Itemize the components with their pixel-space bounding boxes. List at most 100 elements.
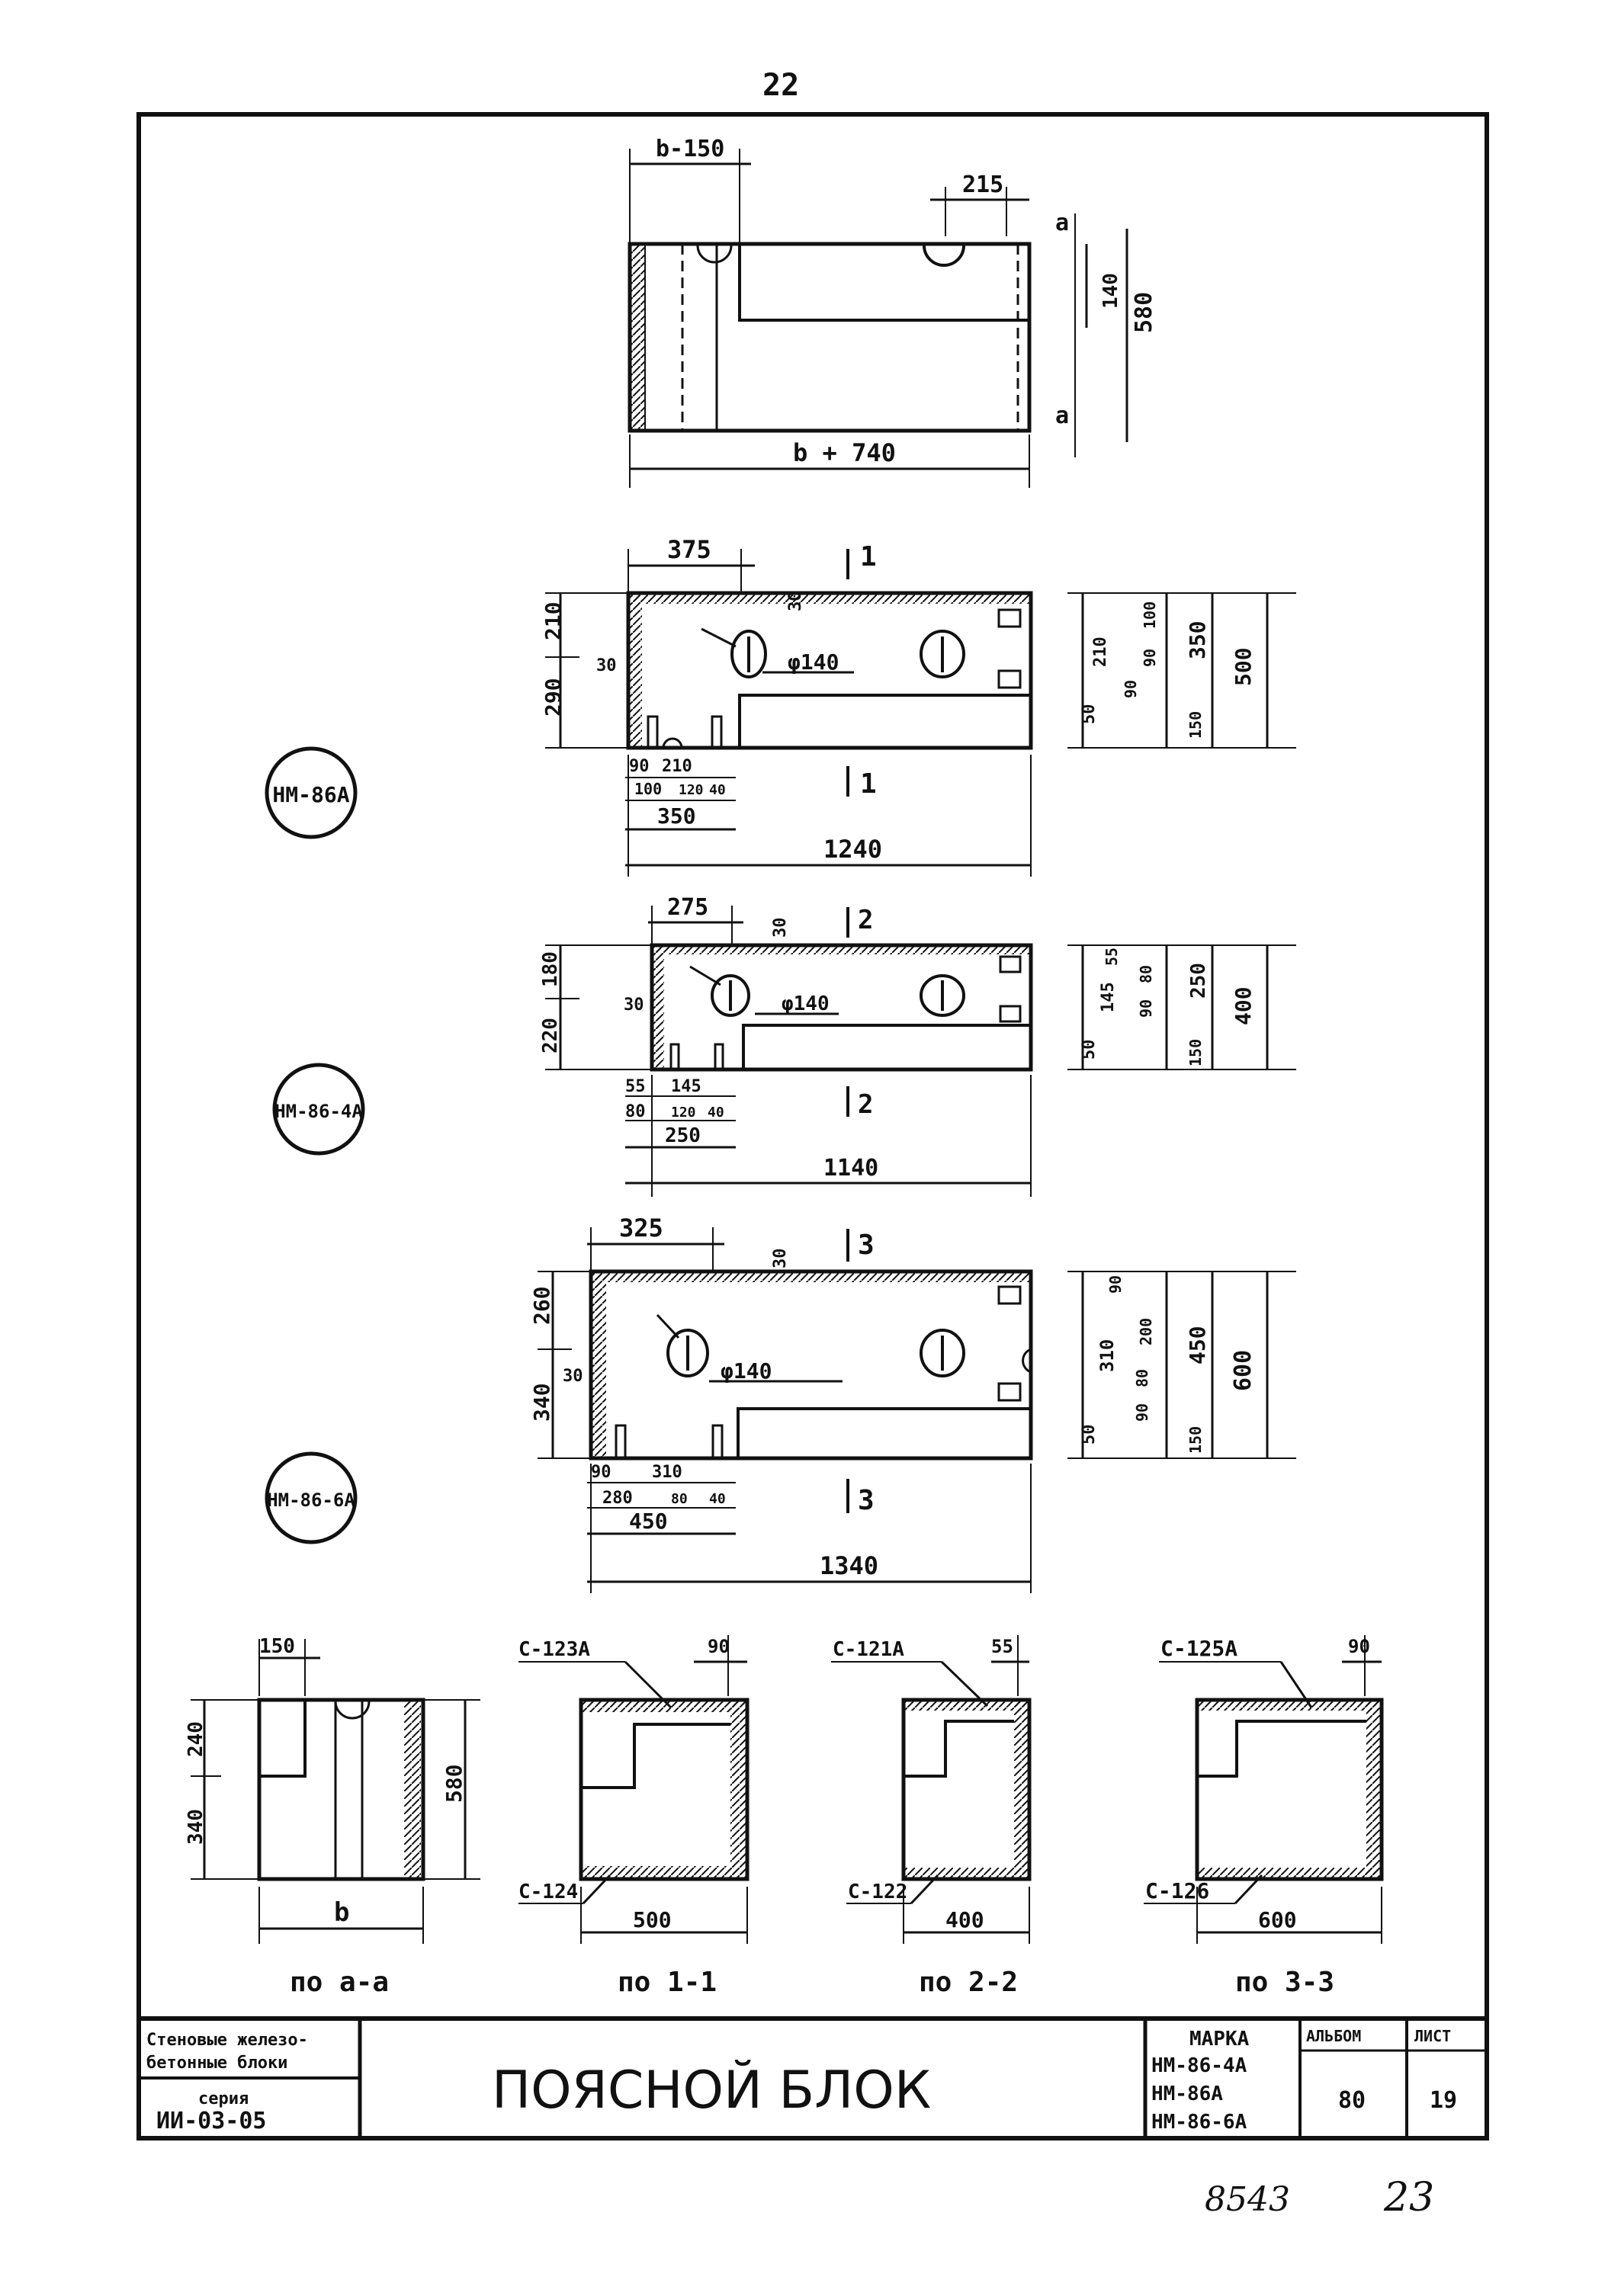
block2-section-bottom: 2 [858,1089,873,1120]
mark-label-2: НМ-86-4А [274,1101,363,1122]
tb-org-line1: Стеновые железо- [146,2031,308,2050]
section-aa-left-2: 340 [185,1809,207,1845]
block1-right-4: 90 [1141,649,1159,667]
section-33-top-dim: 90 [1348,1636,1370,1657]
section-22-bottom: 400 [945,1907,984,1932]
plan-outline [628,242,1032,433]
mark-label-3: НМ-86-6А [267,1490,355,1511]
block3-right-3: 310 [1096,1339,1118,1372]
block-elevation-1: φ140 375 30 1 1 210 290 30 50 210 90 90 [541,535,1296,877]
tb-sheet-header: ЛИСТ [1414,2027,1451,2045]
section-33-bottom: 600 [1258,1907,1297,1932]
section-mark-a-top: a [1055,210,1069,236]
section-1-1: С-123А 90 С-124 500 по 1-1 [518,1635,750,1998]
block-elevation-3: φ140 325 30 3 3 260 340 30 90 50 310 90 [529,1214,1296,1593]
block3-bottom-total: 1340 [820,1551,878,1580]
block1-bottom-1: 90 [629,757,650,776]
section-33-caption: по 3-3 [1235,1967,1334,1998]
dim-215: 215 [962,172,1003,198]
block2-bottom-4: 120 [671,1105,696,1121]
section-33-label-bottom: С-126 [1145,1878,1209,1903]
block1-bottom-3: 100 [634,780,662,798]
tb-marka-2: НМ-86А [1151,2083,1223,2105]
block2-right-4: 90 [1137,999,1155,1018]
block2-dim-left-30: 30 [624,996,644,1015]
section-aa-right: 580 [441,1764,467,1803]
section-aa-left-1: 240 [185,1721,207,1757]
section-11-label-top: С-123А [518,1638,590,1661]
block2-right-6: 150 [1186,1039,1205,1066]
section-aa-bottom: b [334,1897,349,1928]
block3-section-top: 3 [858,1230,875,1261]
bottom-handwritten-page: 23 [1383,2175,1434,2221]
block2-bottom-5: 40 [708,1105,724,1121]
block1-pipe-1 [730,630,767,678]
block3-bottom-1: 90 [591,1463,611,1482]
block1-pipe-dia: φ140 [788,649,839,675]
block1-right-5: 100 [1141,601,1159,629]
block3-right-1: 90 [1106,1275,1125,1294]
block1-right-6: 150 [1186,711,1205,739]
block2-outline [650,943,1033,1072]
block3-right-8: 450 [1185,1326,1210,1364]
block3-section-bottom: 3 [858,1485,875,1516]
block1-bottom-mid: 350 [657,803,696,829]
tb-album-header: АЛЬБОМ [1306,2027,1361,2045]
tb-series-value: ИИ-03-05 [156,2108,267,2134]
tb-sheet-value: 19 [1430,2087,1457,2114]
block2-dim-left-2: 220 [539,1018,562,1053]
block1-right-3: 90 [1122,680,1140,698]
section-22-label-bottom: С-122 [848,1881,907,1903]
block2-right-8: 400 [1231,986,1256,1025]
block2-right-7: 250 [1187,963,1210,999]
tb-marka-1: НМ-86-4А [1151,2054,1247,2077]
tb-marka-3: НМ-86-6А [1151,2111,1247,2134]
dim-b-150: b-150 [656,136,724,162]
block3-dim-top: 325 [619,1214,663,1243]
block1-right-8: 500 [1231,647,1256,686]
block2-section-top: 2 [858,905,873,935]
section-aa-caption: по а-а [290,1967,389,1998]
block2-pipe-dia: φ140 [782,992,830,1015]
block3-pipe-1 [666,1329,709,1377]
block3-right-4: 90 [1133,1403,1151,1422]
section-11-caption: по 1-1 [618,1967,717,1998]
mark-circle-1: НМ-86А [265,746,358,839]
plan-hatch-left [629,243,646,431]
block1-section-bottom: 1 [860,768,877,800]
bottom-handwritten-code: 8543 [1205,2180,1290,2219]
section-22-caption: по 2-2 [919,1967,1018,1998]
section-3-3: С-125А 90 С-126 600 по 3-3 [1144,1635,1384,1998]
block2-right-5: 80 [1137,965,1155,983]
block1-section-top: 1 [860,541,877,572]
block2-dim-top: 275 [667,894,708,921]
block1-bottom-5: 40 [709,782,726,798]
section-11-label-bottom: С-124 [518,1881,578,1903]
block3-dim-left-30: 30 [563,1367,583,1386]
top-plan-view: b-150 215 a a 140 580 b + 740 [628,136,1157,488]
block2-dim-left-1: 180 [539,951,562,987]
block3-dim-left-2: 340 [529,1383,554,1422]
section-aa-top-dim: 150 [259,1635,295,1658]
block3-bottom-2: 310 [652,1463,682,1482]
block1-dim-top: 375 [667,535,711,564]
block1-bottom-4: 120 [679,782,704,798]
tb-series-label: серия [198,2089,249,2108]
section-11-bottom: 500 [633,1907,672,1932]
block3-bottom-5: 40 [709,1491,726,1507]
block1-pipe-2 [920,630,965,678]
block3-outline [589,1269,1033,1461]
dim-580-plan: 580 [1131,292,1157,333]
block3-bottom-mid: 450 [629,1509,668,1534]
block2-bottom-1: 55 [625,1077,646,1096]
plan-pipe-1 [696,245,733,264]
block1-bottom-total: 1240 [823,835,882,864]
block1-right-7: 350 [1185,620,1210,659]
tb-drawing-title: ПОЯСНОЙ БЛОК [492,2060,931,2121]
dim-140-plan: 140 [1099,273,1122,309]
tb-org-line2: бетонные блоки [146,2054,287,2073]
tb-album-value: 80 [1338,2087,1366,2114]
block3-right-6: 200 [1137,1318,1155,1345]
mark-label-1: НМ-86А [272,782,349,807]
section-2-2: С-121А 55 С-122 400 по 2-2 [831,1635,1032,1998]
